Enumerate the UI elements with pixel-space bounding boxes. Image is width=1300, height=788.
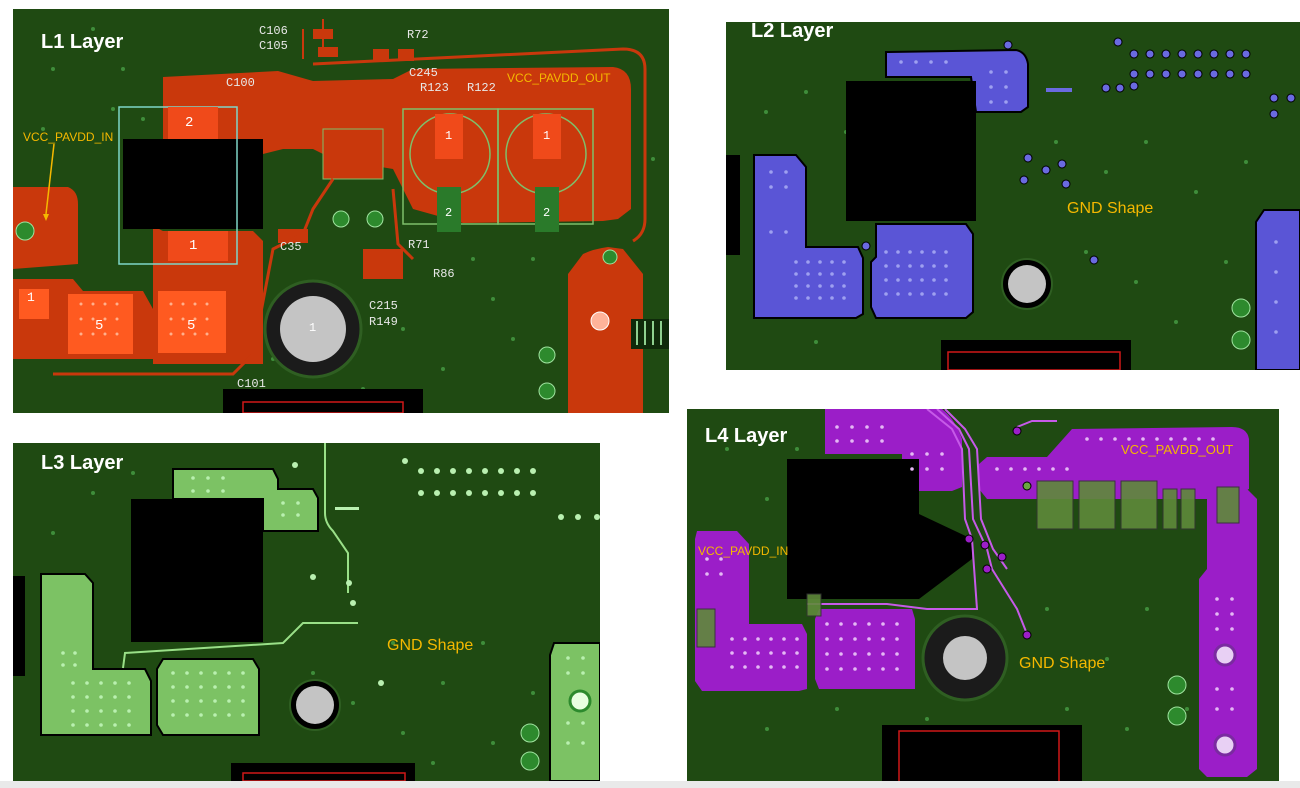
l1-net-in-label: VCC_PAVDD_IN: [23, 130, 114, 144]
l2-layer-title: L2 Layer: [751, 22, 834, 42]
pad-number: 1: [189, 238, 198, 254]
l3-center-copper: [156, 658, 260, 736]
pad-number: 5: [187, 318, 196, 334]
refdes-label: R122: [467, 81, 496, 95]
l1-vcc-out-copper: [163, 67, 631, 223]
l2-gnd-shape-label: GND Shape: [1067, 200, 1154, 217]
l2-component-body: [846, 81, 976, 221]
l4-center-copper: [815, 609, 915, 689]
l1-net-out-label: VCC_PAVDD_OUT: [507, 71, 611, 85]
l4-layout-drawing: [695, 409, 1257, 787]
l4-gnd-shape-label: GND Shape: [1019, 655, 1106, 672]
pad-number: 1: [27, 290, 35, 305]
l3-left-copper: [40, 573, 152, 736]
pad-number: 2: [445, 206, 453, 220]
pad-number: 2: [543, 206, 551, 220]
l4-right-copper: [1199, 489, 1257, 777]
pad-number: 5: [95, 318, 104, 334]
l2-layer-panel: L2 Layer GND Shape: [726, 22, 1300, 370]
q2-pad: [68, 294, 133, 354]
window-bottom-edge: [0, 781, 1300, 788]
l4-layer-title: L4 Layer: [705, 425, 788, 447]
refdes-label: R86: [433, 267, 455, 281]
l8-inductor-body: [123, 139, 263, 229]
pad-number: 1: [543, 129, 551, 143]
l1-layer-panel: L1 Layer VCC_PAVDD_IN VCC_PAVDD_OUT C106…: [13, 9, 669, 413]
l4-vcc-in-copper: [695, 531, 807, 691]
refdes-label: R72: [407, 28, 429, 42]
refdes-label: C106: [259, 24, 288, 38]
l3-component-body: [131, 499, 263, 642]
l2-right-copper: [1255, 209, 1300, 370]
l3-gnd-shape-label: GND Shape: [387, 637, 474, 654]
refdes-label: C101: [237, 377, 266, 391]
l3-right-copper: [549, 642, 600, 781]
l1-layout-drawing: [13, 19, 669, 413]
q3-pad: [158, 291, 226, 353]
l2-layout-drawing: [726, 37, 1300, 370]
pad-number: 1: [309, 321, 317, 335]
refdes-label: R149: [369, 315, 398, 329]
l2-center-copper: [870, 223, 974, 319]
refdes-label: C35: [280, 240, 302, 254]
l3-layout-drawing: [13, 443, 600, 781]
refdes-label: C215: [369, 299, 398, 313]
l4-net-in-label: VCC_PAVDD_IN: [698, 544, 789, 558]
l1-layer-title: L1 Layer: [41, 31, 124, 53]
l1-right-copper: [568, 247, 643, 413]
l1-vcc-in-copper: [13, 187, 78, 269]
l3-layer-panel: L3 Layer GND Shape: [13, 443, 600, 781]
refdes-label: C245: [409, 66, 438, 80]
refdes-label: R71: [408, 238, 430, 252]
refdes-label: C100: [226, 76, 255, 90]
l3-layer-title: L3 Layer: [41, 452, 124, 474]
l2-left-copper: [753, 154, 864, 319]
refdes-label: C105: [259, 39, 288, 53]
pad-number: 2: [185, 115, 194, 131]
l4-layer-panel: L4 Layer VCC_PAVDD_IN VCC_PAVDD_OUT GND …: [687, 409, 1279, 787]
pad-number: 1: [445, 129, 453, 143]
refdes-label: R123: [420, 81, 449, 95]
l4-component-body: [787, 459, 972, 599]
l4-net-out-label: VCC_PAVDD_OUT: [1121, 442, 1234, 457]
